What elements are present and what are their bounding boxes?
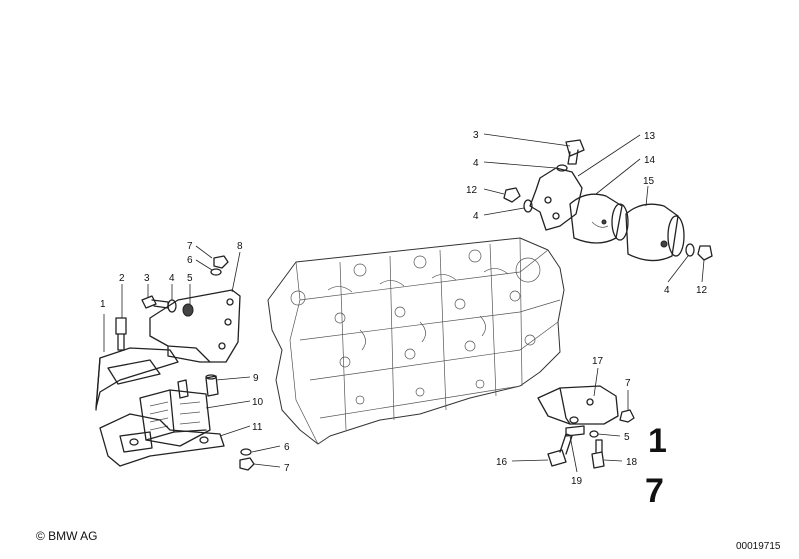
callout-8: 8 [237, 241, 243, 252]
callout-13: 13 [644, 131, 656, 142]
copyright-notice: © BMW AG [36, 529, 98, 543]
callout-labels: 1 2 3 4 5 6 7 8 9 10 11 6 7 3 4 12 4 13 … [100, 130, 708, 510]
callout-4-right-bottom: 4 [664, 285, 670, 296]
callout-19: 19 [571, 476, 583, 487]
callout-4-right-top: 4 [473, 158, 479, 169]
callout-14: 14 [644, 155, 656, 166]
leader-lines [103, 133, 705, 473]
callout-1: 1 [100, 299, 106, 310]
left-mount-assembly [95, 255, 255, 471]
callout-12-left: 12 [466, 185, 478, 196]
bottom-right-mount-assembly [537, 385, 635, 469]
callout-3-right: 3 [473, 130, 479, 141]
callout-4: 4 [169, 273, 175, 284]
corner-glyph-top: 1 [648, 422, 667, 460]
corner-glyph-bottom: 7 [645, 472, 664, 510]
top-right-mount-assembly [503, 139, 713, 262]
callout-2: 2 [119, 273, 125, 284]
engine-block [267, 237, 565, 445]
callout-6: 6 [187, 255, 193, 266]
callout-10: 10 [252, 397, 264, 408]
callout-5-bottom: 5 [624, 432, 630, 443]
callout-7-bottom: 7 [625, 378, 631, 389]
callout-7-lower: 7 [284, 463, 290, 474]
callout-5: 5 [187, 273, 193, 284]
diagram-number: 00019715 [736, 541, 781, 552]
callout-11: 11 [252, 422, 263, 433]
callout-4-right-mid: 4 [473, 211, 479, 222]
callout-12-right: 12 [696, 285, 708, 296]
callout-3: 3 [144, 273, 150, 284]
callout-7: 7 [187, 241, 193, 252]
callout-15: 15 [643, 176, 655, 187]
callout-18: 18 [626, 457, 638, 468]
callout-6-lower: 6 [284, 442, 290, 453]
callout-17: 17 [592, 356, 604, 367]
callout-16: 16 [496, 457, 508, 468]
callout-9: 9 [253, 373, 259, 384]
